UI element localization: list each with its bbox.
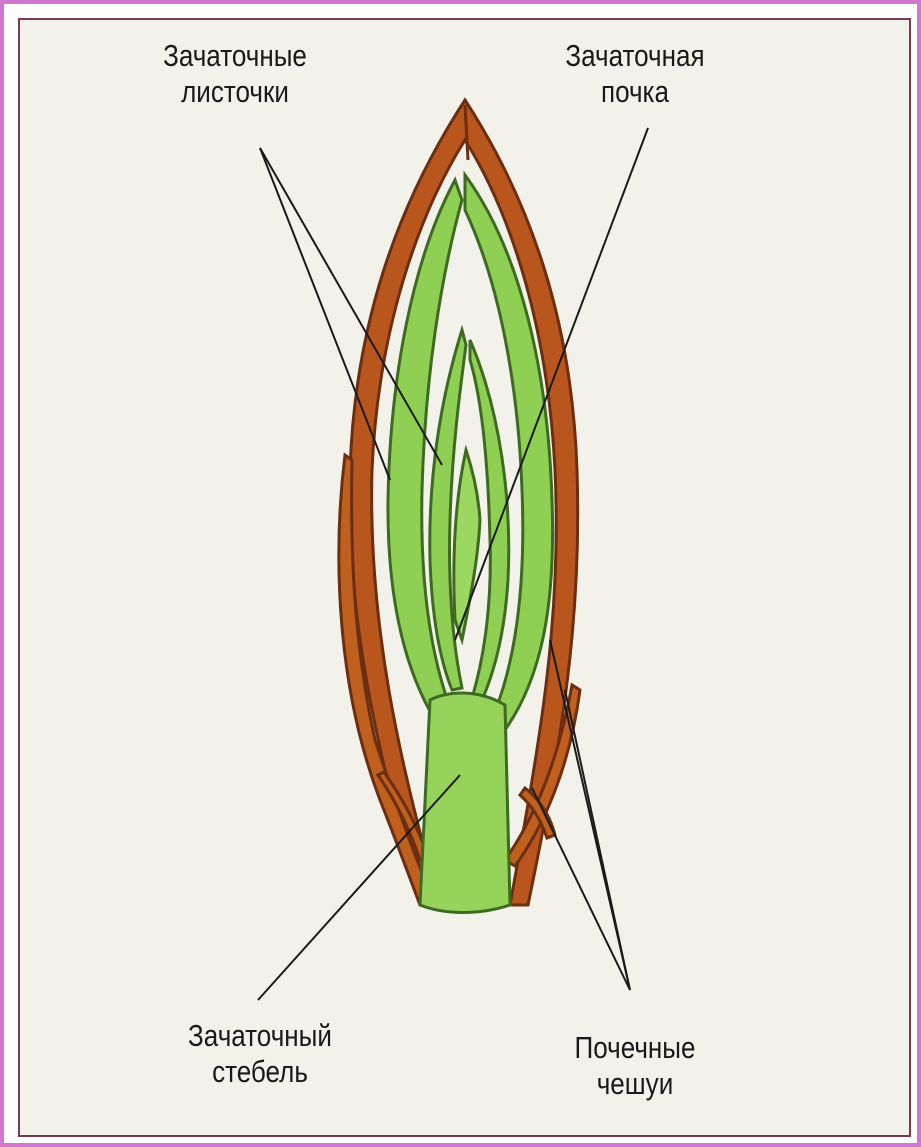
embryonic-stem xyxy=(420,693,510,912)
label-bud-scales: Почечные чешуи xyxy=(538,1030,731,1102)
label-embryonic-leaves: Зачаточные листочки xyxy=(138,38,331,110)
leader-scales-2 xyxy=(565,690,630,990)
label-embryonic-stem: Зачаточный стебель xyxy=(159,1018,361,1090)
label-embryonic-bud: Зачаточная почка xyxy=(538,38,731,110)
central-bud xyxy=(454,450,480,640)
leader-scales-3 xyxy=(532,788,630,990)
